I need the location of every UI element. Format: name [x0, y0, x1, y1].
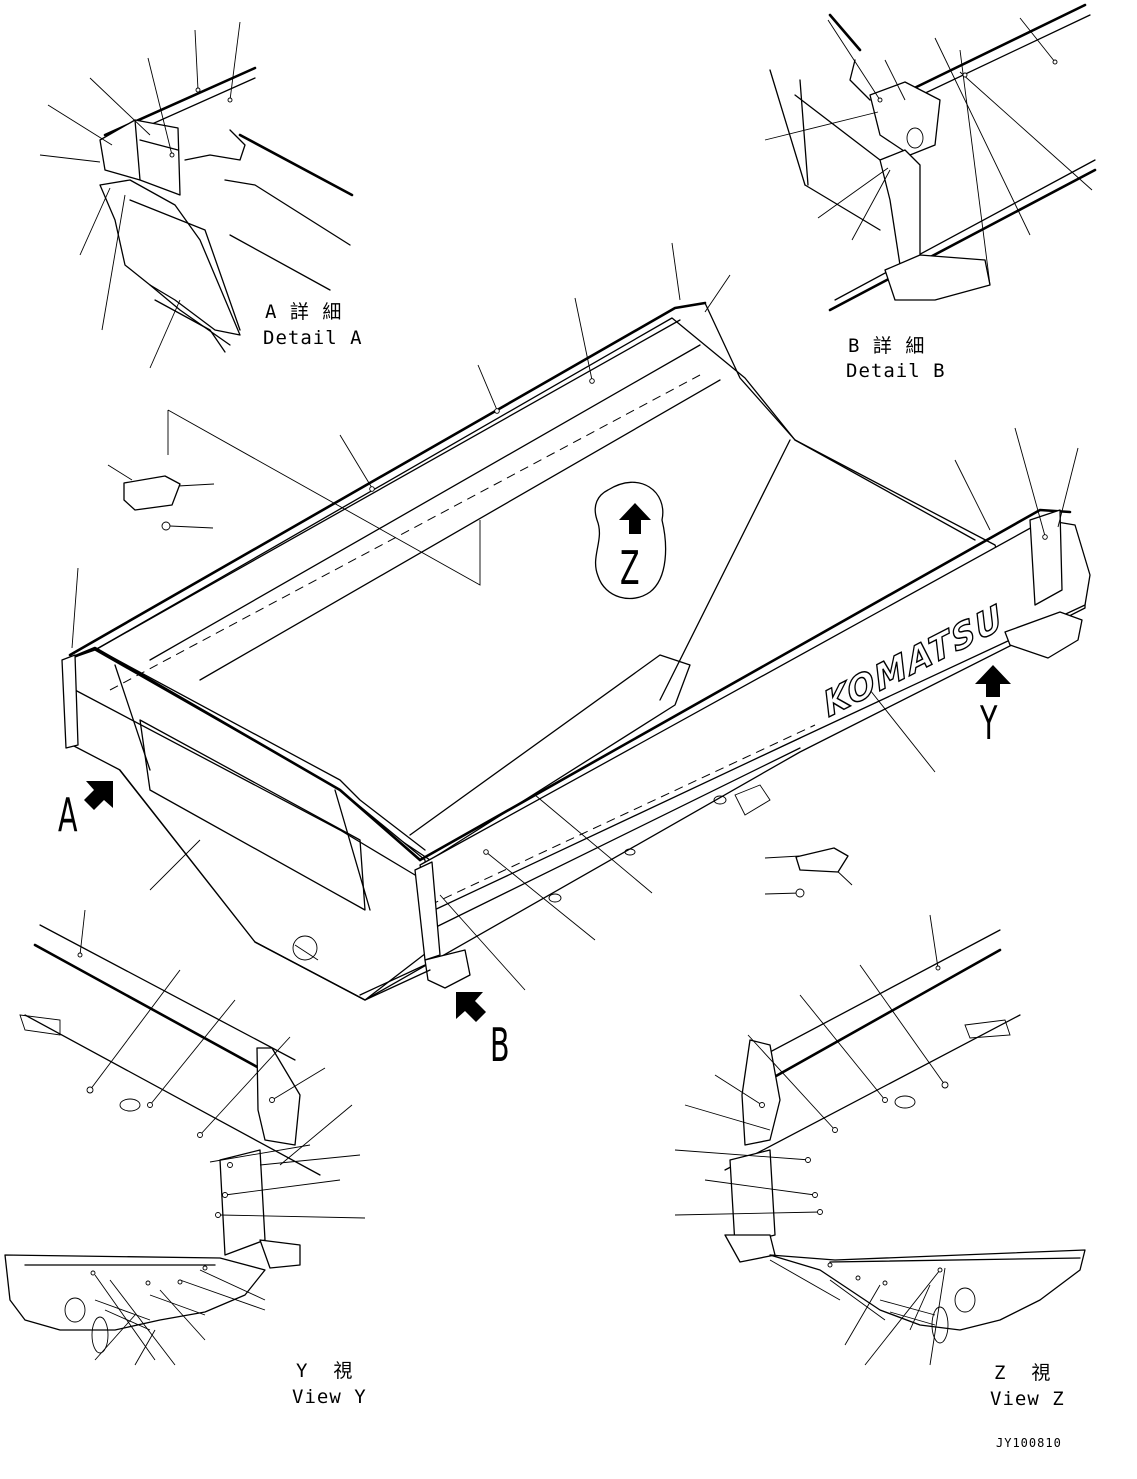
detail-b-title-jp: B 詳 細 — [848, 335, 926, 357]
detail-a-drawing — [39, 21, 354, 369]
callout-dot-icon — [795, 888, 805, 898]
view-y-drawing — [4, 909, 366, 1366]
left-rail-inner2 — [199, 379, 721, 681]
arrow-up-icon — [619, 503, 651, 534]
view-z-title-en: View Z — [990, 1388, 1065, 1410]
left-rail-inner — [94, 319, 681, 651]
left-rail-lower — [149, 344, 701, 661]
body-bottom-edge-2 — [359, 964, 426, 996]
view-arrows — [84, 503, 1011, 1022]
view-y-title-en: View Y — [292, 1386, 367, 1408]
arrow-up-icon — [975, 665, 1011, 697]
front-rail-lower — [74, 689, 416, 876]
front-lower-bracket — [424, 949, 471, 989]
view-z-drawing — [674, 914, 1086, 1366]
front-rail-inner — [94, 647, 426, 851]
detail-b-drawing — [764, 3, 1097, 312]
underbody-hook-3 — [548, 893, 562, 903]
front-right-post — [414, 861, 441, 961]
view-arrow-label-b: B — [490, 1018, 510, 1072]
callout-dot-icon — [161, 521, 171, 531]
detail-a-title-jp: A 詳 細 — [265, 301, 343, 323]
callout-dot-icon — [483, 849, 489, 855]
left-corner-post — [61, 654, 79, 749]
callout-dot-icon — [1042, 534, 1048, 540]
arrow-diag-icon — [456, 992, 486, 1022]
front-crest-line — [294, 944, 319, 961]
arrow-diag-icon — [84, 781, 113, 810]
main-leaders — [71, 242, 1079, 991]
view-z-title-jp: Z 視 — [994, 1362, 1052, 1384]
loose-bracket-a — [123, 475, 181, 511]
detail-a-title-en: Detail A — [263, 327, 363, 349]
view-arrow-label-y: Y — [980, 696, 998, 750]
front-top-rail — [64, 646, 422, 862]
right-side-hidden-line — [429, 724, 816, 906]
floor-crease — [794, 439, 976, 541]
z-cloud-outline — [594, 481, 667, 600]
phantom-ref-line — [167, 409, 481, 586]
rear-corner-post — [1029, 509, 1063, 606]
loose-bracket-b — [795, 847, 849, 873]
view-arrow-label-a: A — [58, 788, 78, 842]
right-side-bottom — [429, 747, 801, 931]
left-top-rail — [68, 301, 707, 657]
tail-slope-line — [659, 439, 791, 701]
underbody-hook-1 — [713, 795, 727, 805]
underbody-hook-2 — [624, 848, 636, 856]
body-bottom-edge — [254, 941, 431, 1001]
callout-dot-icon — [494, 408, 500, 414]
rear-hinge-bracket — [1004, 611, 1083, 659]
floor-step — [409, 654, 691, 861]
detail-b-title-en: Detail B — [846, 360, 946, 382]
dump-body-main — [61, 301, 1091, 1001]
callout-dot-icon — [589, 378, 595, 384]
front-crest — [292, 935, 318, 961]
left-rail-hidden-line — [109, 374, 701, 691]
view-y-title-jp: Y 視 — [296, 1360, 354, 1382]
tail-slope — [704, 302, 796, 441]
view-arrow-label-z: Z — [620, 541, 640, 595]
underbody-bracket — [734, 784, 771, 816]
drawing-code: JY100810 — [996, 1436, 1062, 1450]
front-wall-panel — [139, 719, 366, 911]
callout-dot-icon — [369, 486, 375, 492]
